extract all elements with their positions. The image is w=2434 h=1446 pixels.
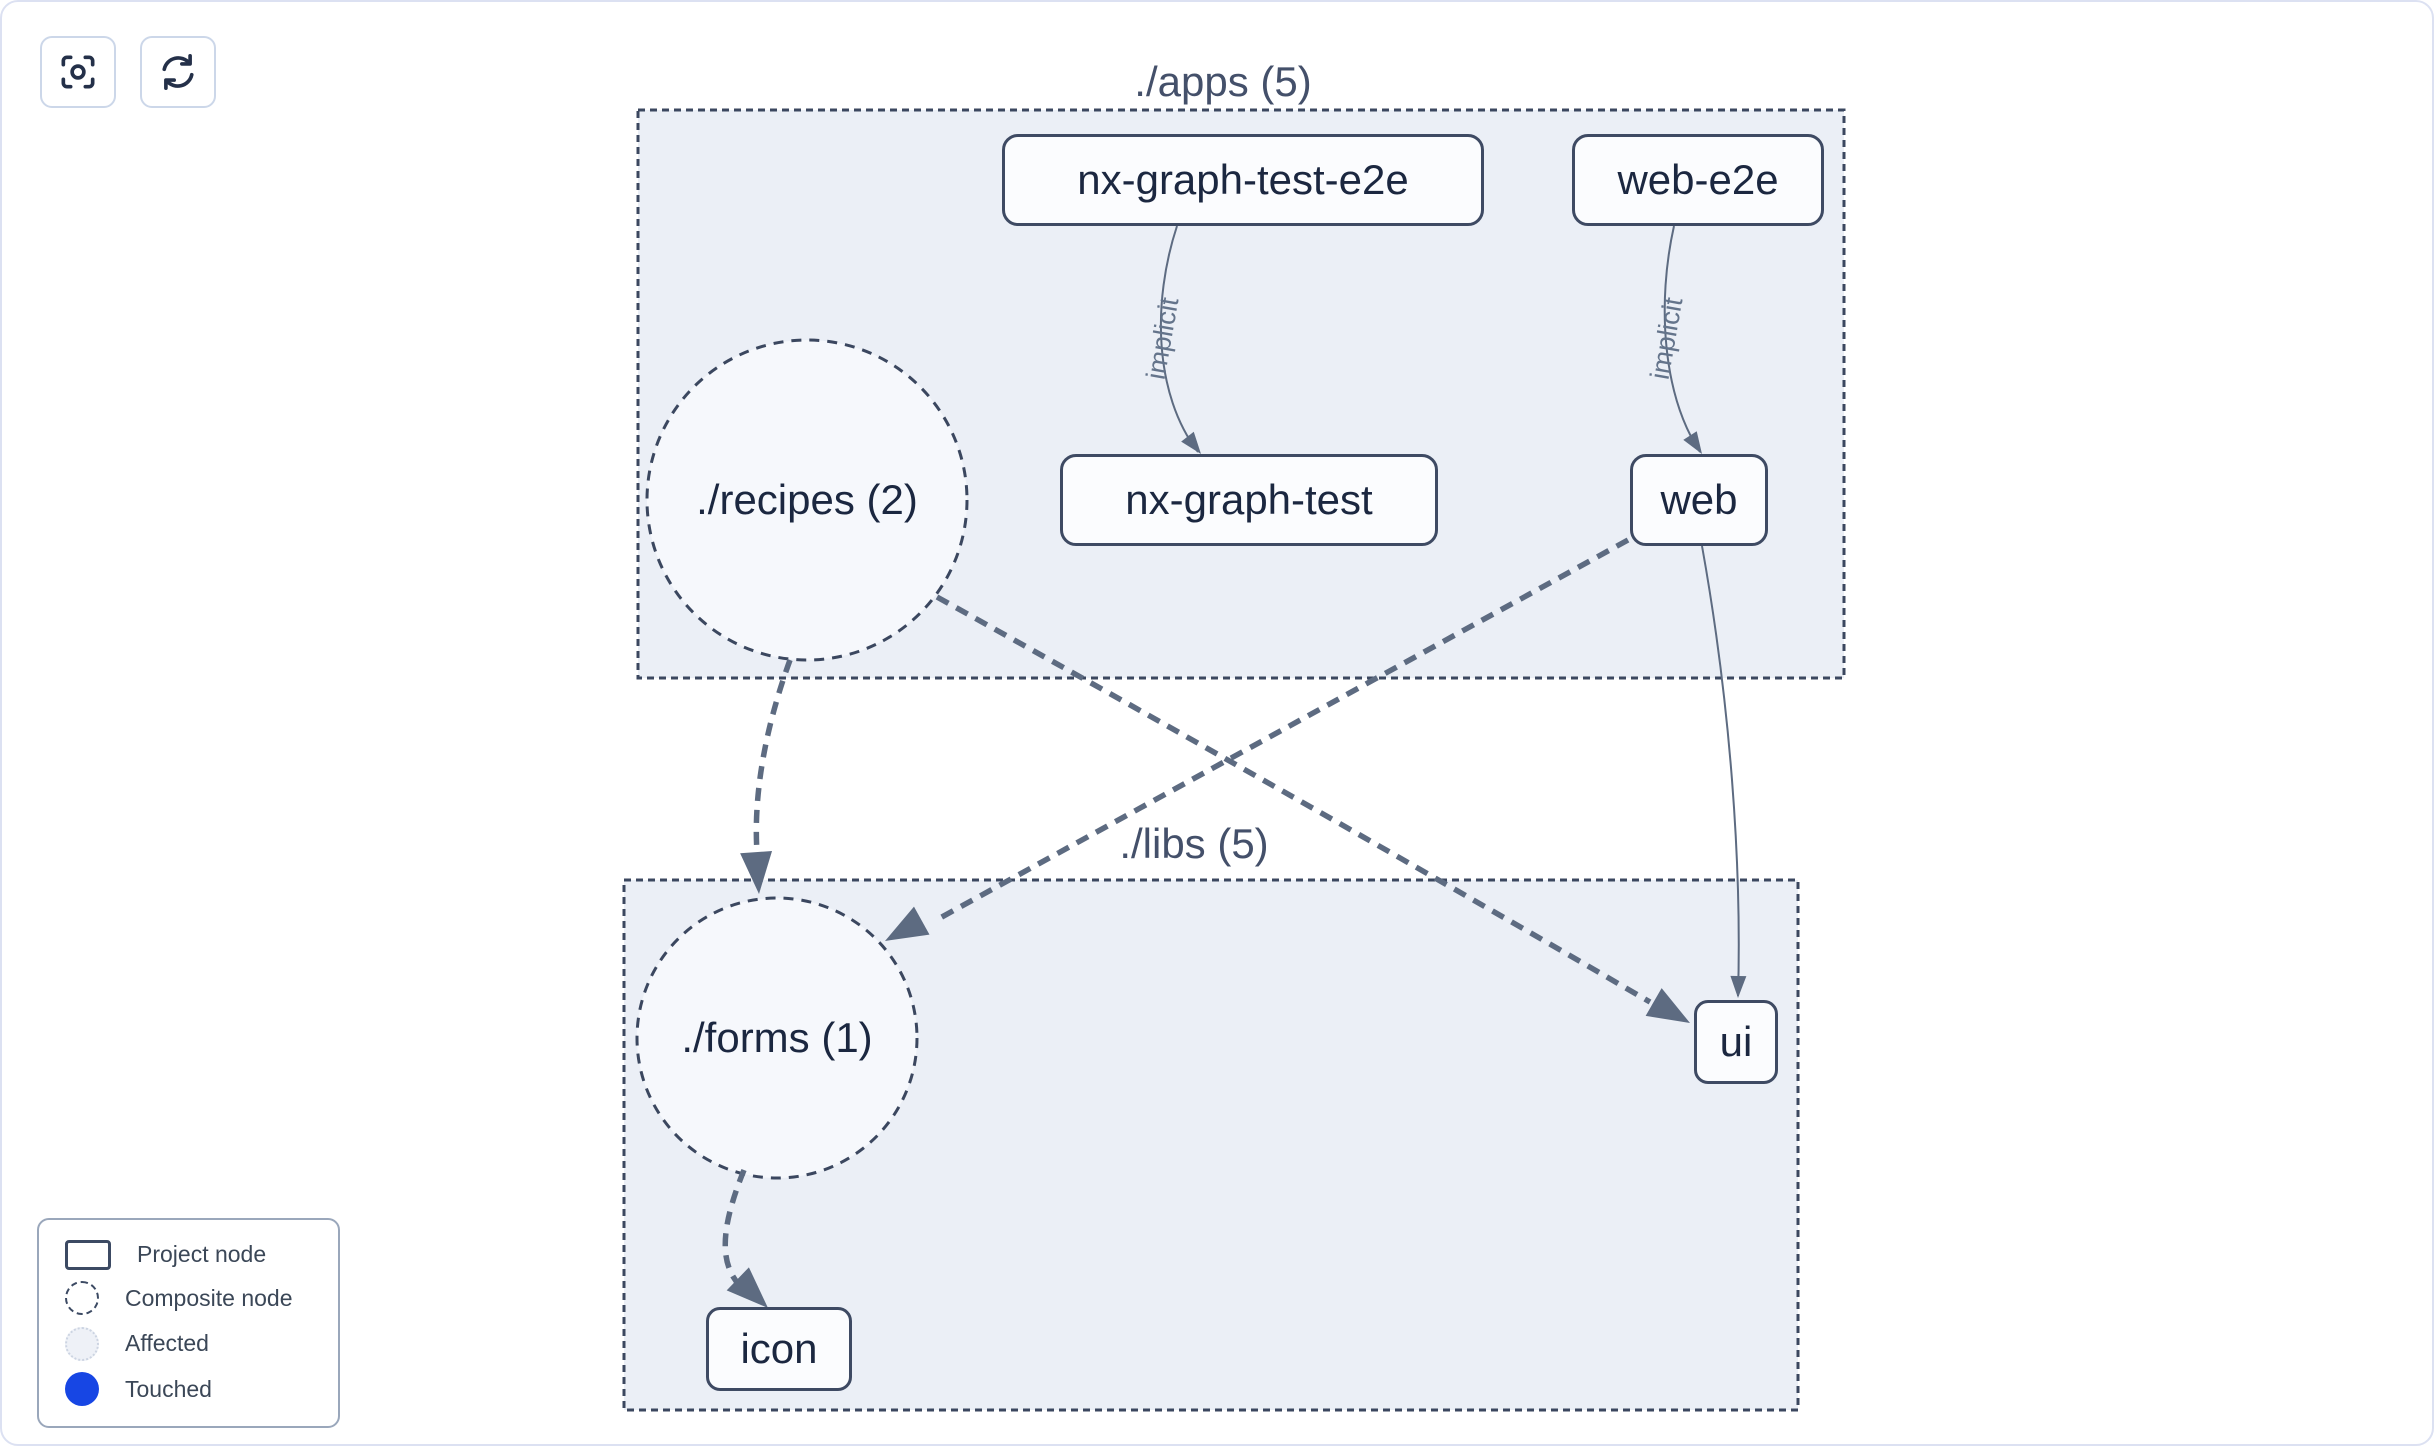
arrowhead (1683, 431, 1702, 454)
edge-nx-graph-test-e2e-to-nx-graph-test (1159, 225, 1199, 453)
arrowhead (1181, 431, 1201, 454)
refresh-button[interactable] (140, 36, 216, 108)
legend-item-touched: Touched (39, 1372, 338, 1407)
toolbar (40, 36, 216, 108)
arrowhead (885, 906, 930, 941)
legend-label: Project node (137, 1241, 267, 1268)
focus-icon (61, 55, 95, 89)
refresh-icon (162, 54, 194, 90)
legend-label: Composite node (125, 1284, 293, 1311)
edge-web-to-ui (1701, 545, 1740, 997)
focus-reset-button[interactable] (40, 36, 116, 108)
node-web[interactable]: web (1630, 454, 1768, 546)
composite-node-recipes[interactable] (645, 338, 969, 662)
legend-label: Touched (125, 1375, 212, 1402)
legend: Project node Composite node Affected Tou… (37, 1218, 340, 1428)
arrowhead (1730, 975, 1747, 998)
arrowhead (1645, 988, 1690, 1023)
affected-swatch (65, 1326, 99, 1361)
composite-node-forms[interactable] (635, 896, 919, 1180)
legend-item-composite-node: Composite node (39, 1281, 338, 1316)
edge-recipes-to-ui (935, 594, 1652, 1005)
node-nx-graph-test[interactable]: nx-graph-test (1060, 454, 1438, 546)
arrowhead (740, 850, 773, 894)
legend-item-affected: Affected (39, 1326, 338, 1361)
project-node-swatch (65, 1239, 111, 1270)
node-icon[interactable]: icon (706, 1307, 852, 1391)
node-nx-graph-test-e2e[interactable]: nx-graph-test-e2e (1002, 134, 1484, 226)
composite-node-swatch (65, 1281, 99, 1316)
legend-item-project-node: Project node (39, 1239, 338, 1270)
edge-recipes-to-forms (753, 659, 793, 865)
arrowhead (726, 1267, 768, 1308)
node-web-e2e[interactable]: web-e2e (1572, 134, 1824, 226)
legend-label: Affected (125, 1330, 209, 1357)
edge-web-e2e-to-web (1663, 225, 1701, 453)
touched-swatch (65, 1372, 99, 1407)
node-ui[interactable]: ui (1694, 1000, 1778, 1084)
